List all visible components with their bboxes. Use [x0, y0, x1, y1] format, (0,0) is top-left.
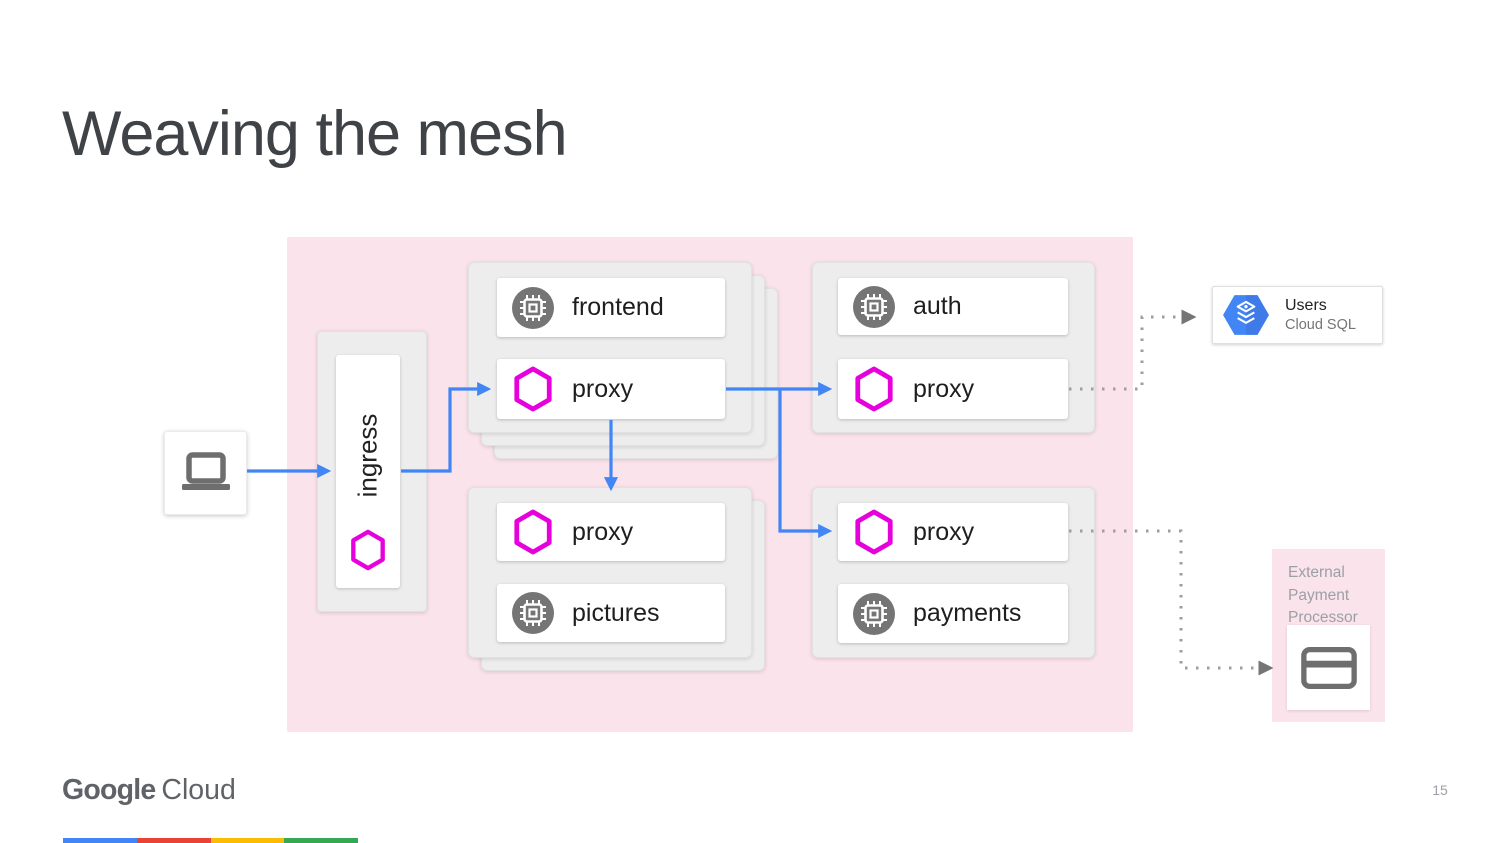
- frontend-service-node: frontend: [497, 278, 725, 337]
- pictures-service-node: pictures: [497, 584, 725, 642]
- ingress-node: ingress: [336, 355, 400, 588]
- proxy-hexagon-icon: [512, 509, 554, 555]
- ingress-label: ingress: [352, 413, 383, 497]
- proxy-hexagon-icon: [853, 366, 895, 412]
- brand-accent-bar: [63, 838, 358, 843]
- service-chip-icon: [512, 592, 554, 634]
- auth-proxy-node: proxy: [838, 359, 1068, 419]
- credit-card-icon: [1300, 644, 1358, 692]
- accent-bar-blue: [63, 838, 137, 843]
- users-db-title: Users: [1285, 296, 1327, 314]
- accent-bar-yellow: [210, 838, 285, 843]
- proxy-hexagon-icon: [512, 366, 554, 412]
- page-number: 15: [1432, 782, 1448, 798]
- proxy-label: proxy: [572, 517, 634, 546]
- external-processor-label: External Payment Processor: [1288, 564, 1358, 626]
- external-payment-processor: External Payment Processor: [1272, 549, 1385, 722]
- accent-bar-red: [136, 838, 211, 843]
- cloud-sql-hexagon-icon: [1222, 294, 1270, 336]
- proxy-hexagon-icon: [349, 529, 387, 571]
- logo-cloud-text: Cloud: [161, 774, 236, 806]
- accent-bar-green: [284, 838, 358, 843]
- proxy-label: proxy: [913, 517, 975, 546]
- service-chip-icon: [853, 285, 895, 328]
- proxy-label: proxy: [572, 374, 634, 403]
- payments-proxy-node: proxy: [838, 503, 1068, 561]
- payments-service-node: payments: [838, 584, 1068, 643]
- frontend-proxy-node: proxy: [497, 359, 725, 419]
- service-chip-icon: [512, 286, 554, 329]
- service-label: frontend: [572, 293, 664, 321]
- external-processor-node: [1287, 625, 1370, 710]
- laptop-icon: [179, 450, 233, 496]
- logo-google-text: Google: [62, 774, 156, 806]
- auth-service-node: auth: [838, 278, 1068, 335]
- proxy-hexagon-icon: [853, 509, 895, 555]
- pictures-proxy-node: proxy: [497, 503, 725, 561]
- page-title: Weaving the mesh: [62, 99, 568, 169]
- users-db-product: Cloud SQL: [1285, 316, 1356, 333]
- client-node: [164, 431, 247, 515]
- service-label: payments: [913, 599, 1022, 627]
- service-label: auth: [913, 292, 962, 320]
- proxy-label: proxy: [913, 374, 975, 403]
- ingress-card: ingress: [317, 331, 427, 612]
- users-cloudsql-node: Users Cloud SQL: [1212, 286, 1383, 344]
- service-chip-icon: [853, 592, 895, 635]
- service-label: pictures: [572, 598, 660, 627]
